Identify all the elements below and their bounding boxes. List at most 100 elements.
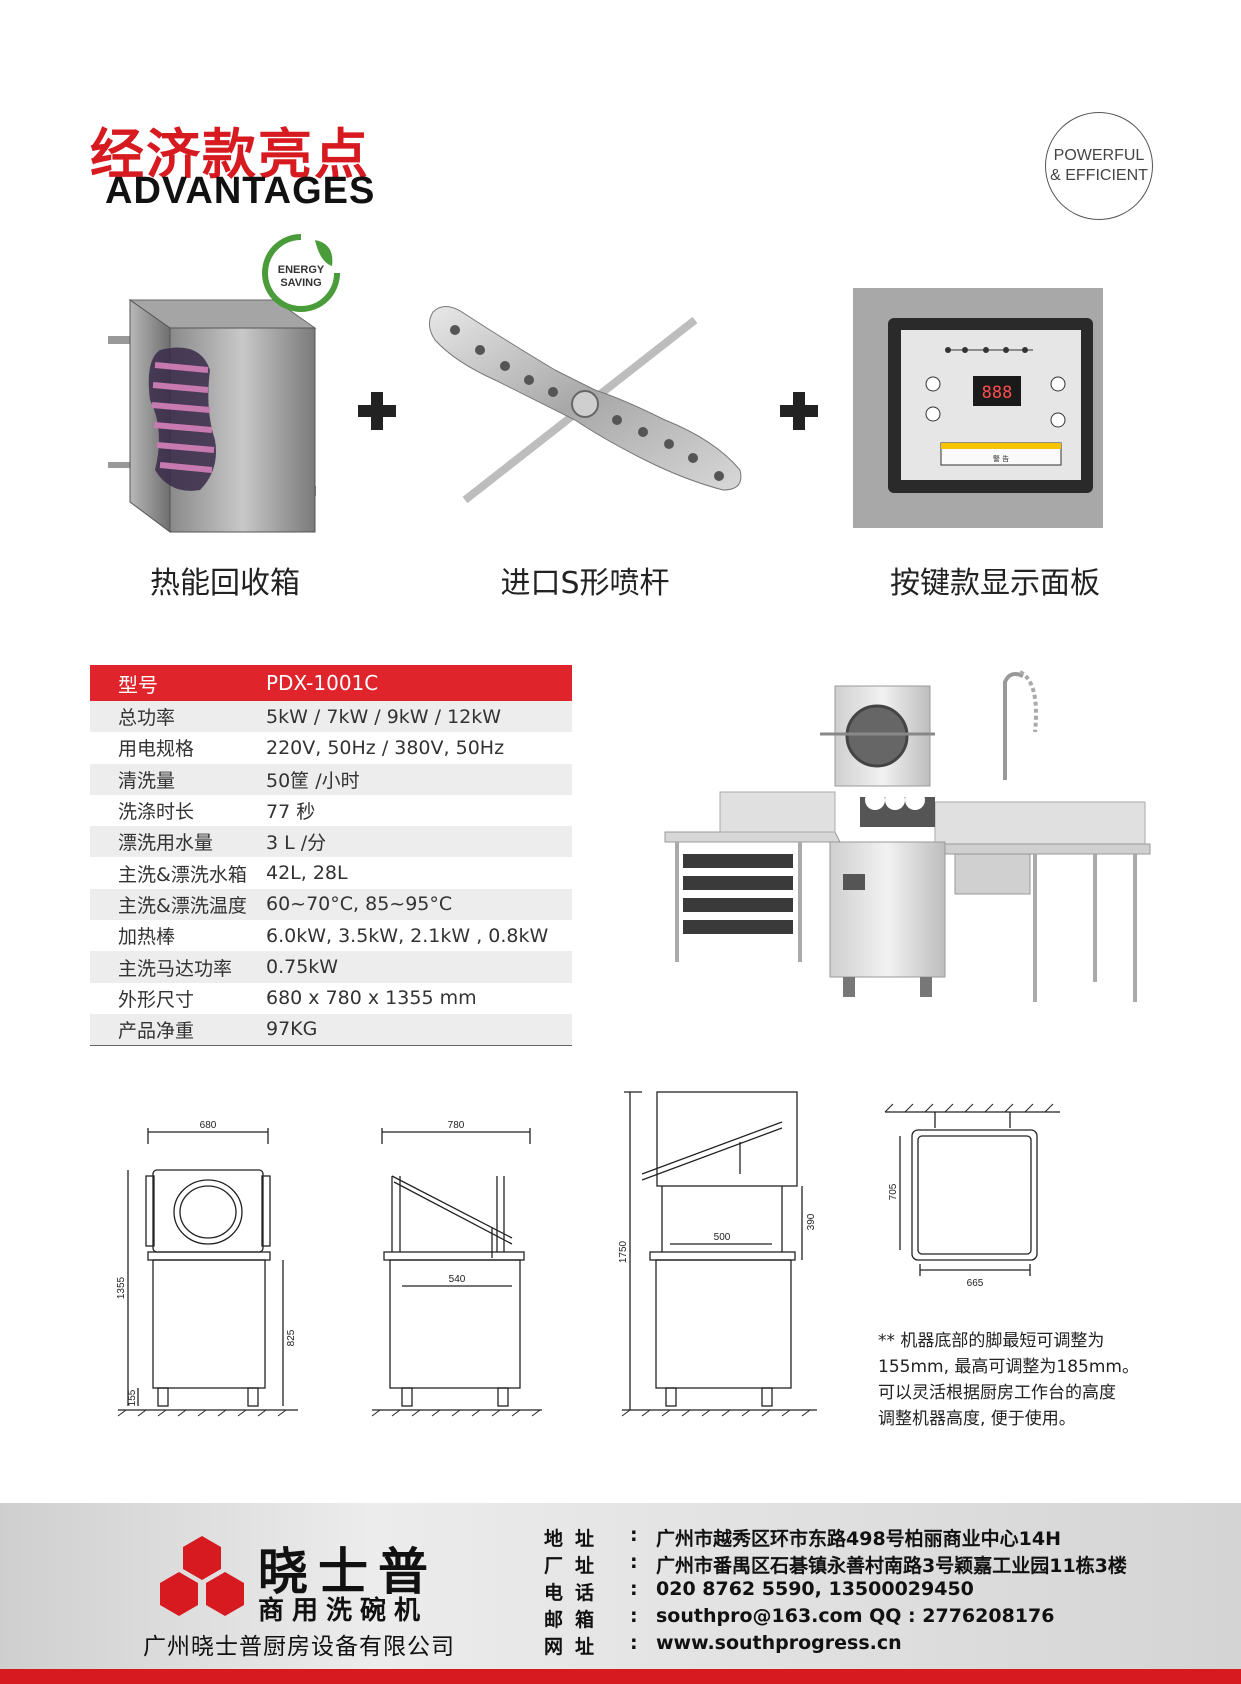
contact-row-website: 网址 : www.southprogress.cn: [544, 1632, 1127, 1659]
energy-line-2: SAVING: [280, 277, 321, 289]
spec-key: 洗涤时长: [118, 801, 195, 824]
panel-warning: 警 告: [993, 454, 1009, 463]
front-view-drawing: 680 1355 825 155: [116, 1120, 298, 1417]
control-panel-image: 888 警 告: [853, 288, 1103, 528]
brand-subtitle: 商用洗碗机: [258, 1596, 429, 1626]
powerful-efficient-badge: POWERFUL & EFFICIENT: [1045, 112, 1153, 220]
contact-sep: :: [630, 1524, 638, 1546]
contact-value: 020 8762 5590, 13500029450: [656, 1578, 974, 1600]
spec-row: 加热棒 6.0kW, 3.5kW, 2.1kW , 0.8kW: [90, 920, 572, 951]
spec-value: 5kW / 7kW / 9kW / 12kW: [266, 701, 572, 733]
contact-sep: :: [630, 1632, 638, 1654]
contact-key: 邮箱: [544, 1609, 607, 1631]
contact-sep: :: [630, 1605, 638, 1627]
contact-key: 厂址: [544, 1555, 607, 1577]
contact-value: southpro@163.com QQ : 2776208176: [656, 1605, 1055, 1627]
contact-row-factory: 厂址 : 广州市番禺区石碁镇永善村南路3号颖嘉工业园11栋3楼: [544, 1551, 1127, 1578]
contact-key: 地址: [544, 1528, 607, 1550]
spec-value: 77 秒: [266, 801, 316, 824]
side-view-drawing: 780 540: [371, 1120, 542, 1417]
spec-value: 42L, 28L: [266, 862, 348, 885]
open-height-label: 1750: [618, 1240, 629, 1263]
badge-line-1: POWERFUL: [1053, 147, 1145, 164]
note-line: 155mm, 最高可调整为185mm。: [878, 1357, 1139, 1377]
contact-value: 广州市越秀区环市东路498号柏丽商业中心14H: [656, 1528, 1062, 1550]
note-line: 可以灵活根据厨房工作台的高度: [878, 1383, 1116, 1403]
energy-saving-icon: ENERGY SAVING: [262, 234, 340, 312]
badge-line-2: & EFFICIENT: [1050, 167, 1148, 184]
spec-value: 6.0kW, 3.5kW, 2.1kW , 0.8kW: [266, 924, 549, 947]
contact-row-address: 地址 : 广州市越秀区环市东路498号柏丽商业中心14H: [544, 1524, 1127, 1551]
open-view-drawing: 1750 390 500: [618, 1091, 817, 1417]
panel-display-value: 888: [982, 383, 1013, 403]
spec-value: 50筐 /小时: [266, 763, 572, 795]
spec-row: 洗涤时长 77 秒: [90, 795, 572, 826]
contact-info: 地址 : 广州市越秀区环市东路498号柏丽商业中心14H 厂址 : 广州市番禺区…: [544, 1524, 1127, 1659]
page-title-cn: 经济款亮点: [90, 123, 370, 186]
dishwasher-machine-image: [664, 670, 1151, 1002]
spec-row: 用电规格 220V, 50Hz / 380V, 50Hz: [90, 732, 572, 763]
website-link[interactable]: www.southprogress.cn: [656, 1632, 902, 1654]
spec-row: 主洗&漂洗水箱 42L, 28L: [90, 857, 572, 888]
spec-header-row: 型号 PDX-1001C: [90, 665, 572, 701]
contact-row-phone: 电话 : 020 8762 5590, 13500029450: [544, 1578, 1127, 1605]
energy-line-1: ENERGY: [278, 264, 325, 276]
company-logo-icon: [160, 1536, 244, 1616]
feature-label-control-panel: 按键款显示面板: [890, 566, 1100, 601]
spec-value: 60~70°C, 85~95°C: [266, 888, 572, 921]
front-width-label: 680: [200, 1120, 217, 1131]
top-depth-label: 705: [888, 1183, 899, 1200]
spec-key: 外形尺寸: [118, 988, 195, 1011]
open-opening-label: 390: [806, 1213, 817, 1230]
spec-key: 加热棒: [118, 926, 176, 949]
adjustable-feet-note: ** 机器底部的脚最短可调整为 155mm, 最高可调整为185mm。 可以灵活…: [878, 1328, 1139, 1432]
contact-sep: :: [630, 1551, 638, 1573]
spec-key: 用电规格: [118, 738, 195, 761]
side-width-label: 780: [448, 1120, 465, 1131]
spec-value: PDX-1001C: [266, 665, 572, 701]
spec-key: 清洗量: [90, 763, 266, 795]
contact-key: 网址: [544, 1636, 607, 1658]
page-title-en: ADVANTAGES: [105, 170, 376, 212]
spec-value: 680 x 780 x 1355 mm: [266, 987, 477, 1010]
spec-key: 漂洗用水量: [90, 826, 266, 858]
footer-red-bar: [0, 1669, 1241, 1684]
plus-icon-2: [780, 392, 818, 430]
side-inner-label: 540: [449, 1274, 466, 1285]
top-width-label: 665: [967, 1278, 984, 1289]
spec-key: 主洗马达功率: [90, 951, 266, 983]
feature-label-heat-recovery: 热能回收箱: [150, 566, 300, 601]
note-line: ** 机器底部的脚最短可调整为: [878, 1331, 1105, 1351]
spec-value: 220V, 50Hz / 380V, 50Hz: [266, 736, 505, 759]
spec-key: 主洗&漂洗温度: [90, 888, 266, 921]
company-name: 广州晓士普厨房设备有限公司: [143, 1634, 455, 1660]
top-view-drawing: 705 665: [884, 1103, 1060, 1289]
front-foot-label: 155: [127, 1389, 138, 1406]
note-line: 调整机器高度, 便于使用。: [878, 1409, 1076, 1429]
feature-label-spray-arm: 进口S形喷杆: [500, 566, 670, 601]
open-inner-label: 500: [714, 1232, 731, 1243]
spec-row: 外形尺寸 680 x 780 x 1355 mm: [90, 983, 572, 1014]
contact-sep: :: [630, 1578, 638, 1600]
contact-value: 广州市番禺区石碁镇永善村南路3号颖嘉工业园11栋3楼: [656, 1555, 1127, 1577]
heat-recovery-box-image: [108, 299, 317, 533]
spec-value: 0.75kW: [266, 951, 572, 983]
brand-name: 晓士普: [258, 1543, 438, 1601]
spec-key: 产品净重: [90, 1013, 266, 1046]
spec-key: 型号: [90, 665, 266, 701]
spec-value: 97KG: [266, 1013, 572, 1046]
contact-key: 电话: [544, 1582, 607, 1604]
plus-icon: [358, 392, 396, 430]
front-height-label: 1355: [116, 1276, 127, 1299]
spec-key: 主洗&漂洗水箱: [118, 863, 247, 886]
spec-key: 总功率: [90, 701, 266, 733]
spec-value: 3 L /分: [266, 826, 572, 858]
front-table-label: 825: [286, 1329, 297, 1346]
